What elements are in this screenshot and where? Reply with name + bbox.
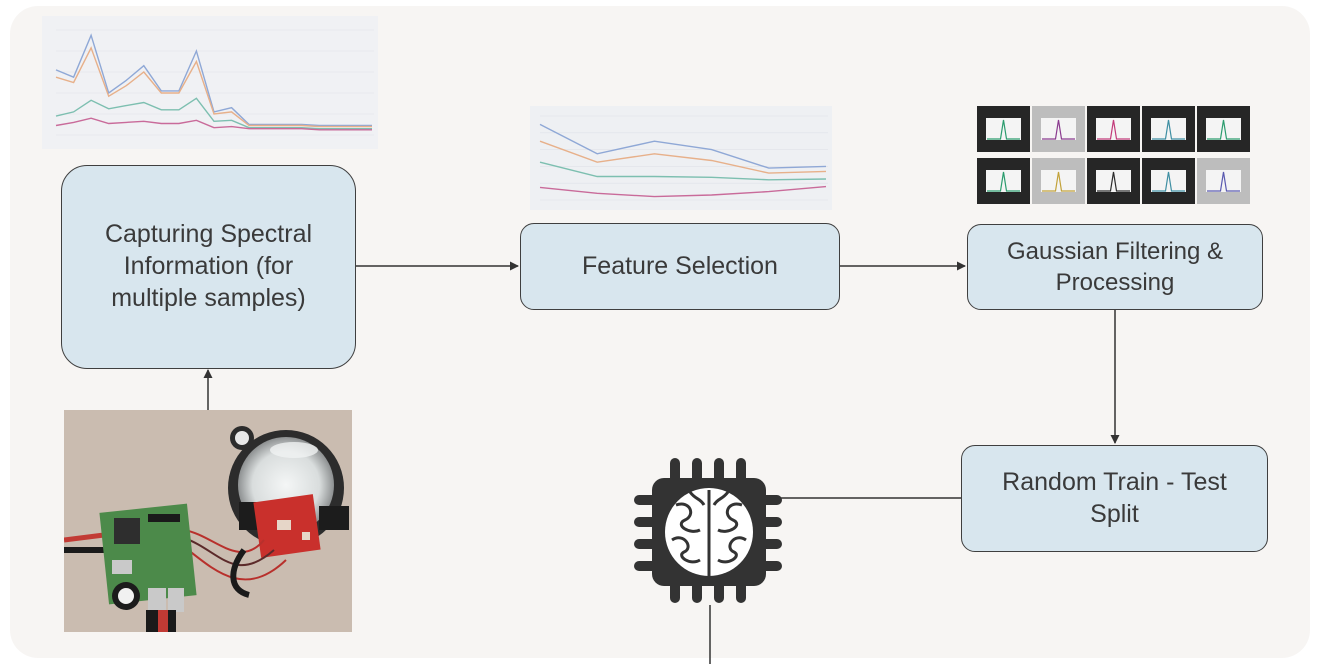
spectra-plot-area bbox=[1041, 170, 1076, 192]
node-capture-label: Capturing Spectral Information (for mult… bbox=[104, 220, 313, 312]
node-gaussian-label: Gaussian Filtering & Processing bbox=[1006, 237, 1224, 296]
mini-series-line-3 bbox=[539, 185, 827, 198]
node-feature-selection: Feature Selection bbox=[520, 223, 840, 310]
sensor-hardware-photo bbox=[64, 410, 352, 632]
mini-series-line-2 bbox=[55, 97, 372, 130]
spectra-peak bbox=[987, 171, 1020, 192]
spectra-plot-area bbox=[986, 118, 1021, 140]
mini-series-line-2 bbox=[539, 161, 827, 181]
spectra-plot-area bbox=[1096, 170, 1131, 192]
node-capturing-spectral-information: Capturing Spectral Information (for mult… bbox=[61, 165, 356, 369]
mini-series-line-1 bbox=[539, 140, 827, 174]
spectra-peak bbox=[1097, 171, 1130, 192]
spectra-plot-area bbox=[1206, 170, 1241, 192]
spectra-peak bbox=[1152, 171, 1185, 192]
feature-chart-thumbnail bbox=[530, 106, 832, 210]
spectra-plot-area bbox=[986, 170, 1021, 192]
mini-series-line-1 bbox=[55, 46, 372, 128]
node-feature-label: Feature Selection bbox=[582, 251, 778, 280]
spectra-plot-area bbox=[1206, 118, 1241, 140]
spectra-plot-area bbox=[1041, 118, 1076, 140]
spectra-peak bbox=[1152, 119, 1185, 140]
spectra-peak bbox=[987, 119, 1020, 140]
gaussian-spectra-grid-thumbnail bbox=[977, 106, 1250, 204]
spectra-peak bbox=[1207, 119, 1240, 140]
spectra-plot-area bbox=[1096, 118, 1131, 140]
mini-series-line-3 bbox=[55, 117, 372, 131]
spectral-chart-thumbnail bbox=[42, 16, 378, 149]
spectra-peak bbox=[1042, 171, 1075, 192]
node-split-label: Random Train - Test Split bbox=[1002, 467, 1227, 528]
spectra-plot-area bbox=[1151, 170, 1186, 192]
node-train-test-split: Random Train - Test Split bbox=[961, 445, 1268, 552]
mini-series-line-0 bbox=[539, 123, 827, 169]
spectra-plot-area bbox=[1151, 118, 1186, 140]
brain-shape bbox=[665, 488, 753, 576]
spectra-peak bbox=[1042, 119, 1075, 140]
node-gaussian-filtering: Gaussian Filtering & Processing bbox=[967, 224, 1263, 310]
spectra-peak bbox=[1097, 119, 1130, 140]
spectra-peak bbox=[1207, 171, 1240, 192]
